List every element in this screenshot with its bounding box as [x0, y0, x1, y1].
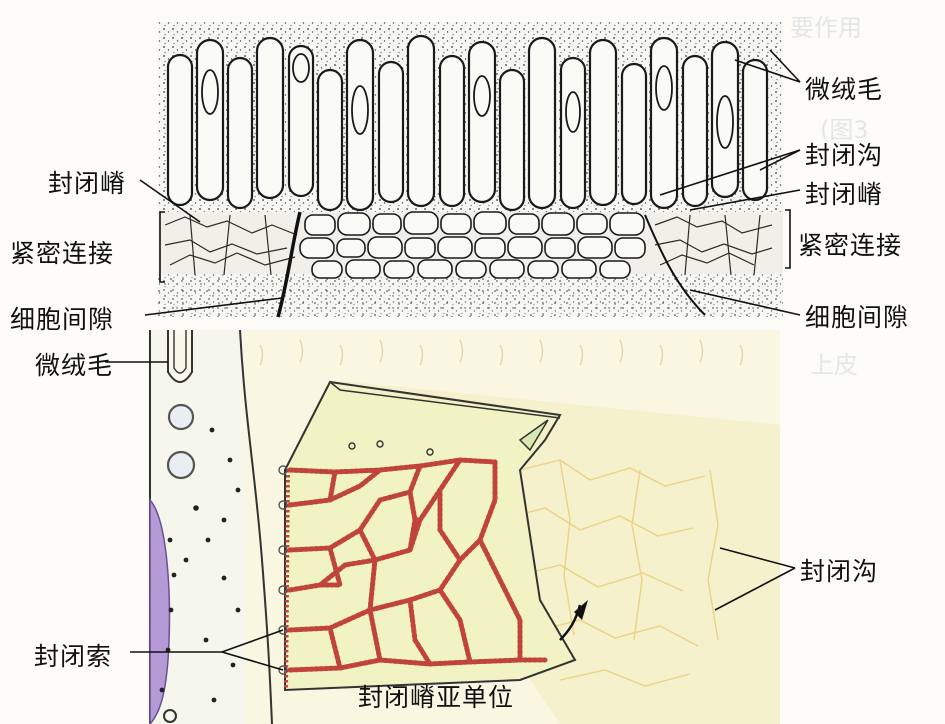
label-sealing-ridge-left: 封闭嵴 — [48, 164, 126, 200]
label-sealing-groove-bottom: 封闭沟 — [800, 552, 878, 588]
label-intercellular-space-left: 细胞间隙 — [10, 300, 114, 336]
label-ridge-subunit: 封闭嵴亚单位 — [358, 678, 514, 714]
label-sealing-groove-top: 封闭沟 — [805, 136, 883, 172]
label-tight-junction-left: 紧密连接 — [10, 234, 114, 270]
label-sealing-strand: 封闭索 — [34, 637, 112, 673]
label-intercellular-space-right: 细胞间隙 — [805, 298, 909, 334]
tight-junction-ridges-top — [158, 212, 783, 278]
label-sealing-ridge-right: 封闭嵴 — [805, 175, 883, 211]
label-microvilli-top: 微绒毛 — [805, 70, 883, 106]
label-microvilli-bottom: 微绒毛 — [35, 346, 113, 382]
bottom-panel — [148, 330, 780, 724]
microvillus-bottom — [168, 330, 192, 382]
top-panel — [158, 22, 783, 317]
label-tight-junction-right: 紧密连接 — [798, 226, 902, 262]
